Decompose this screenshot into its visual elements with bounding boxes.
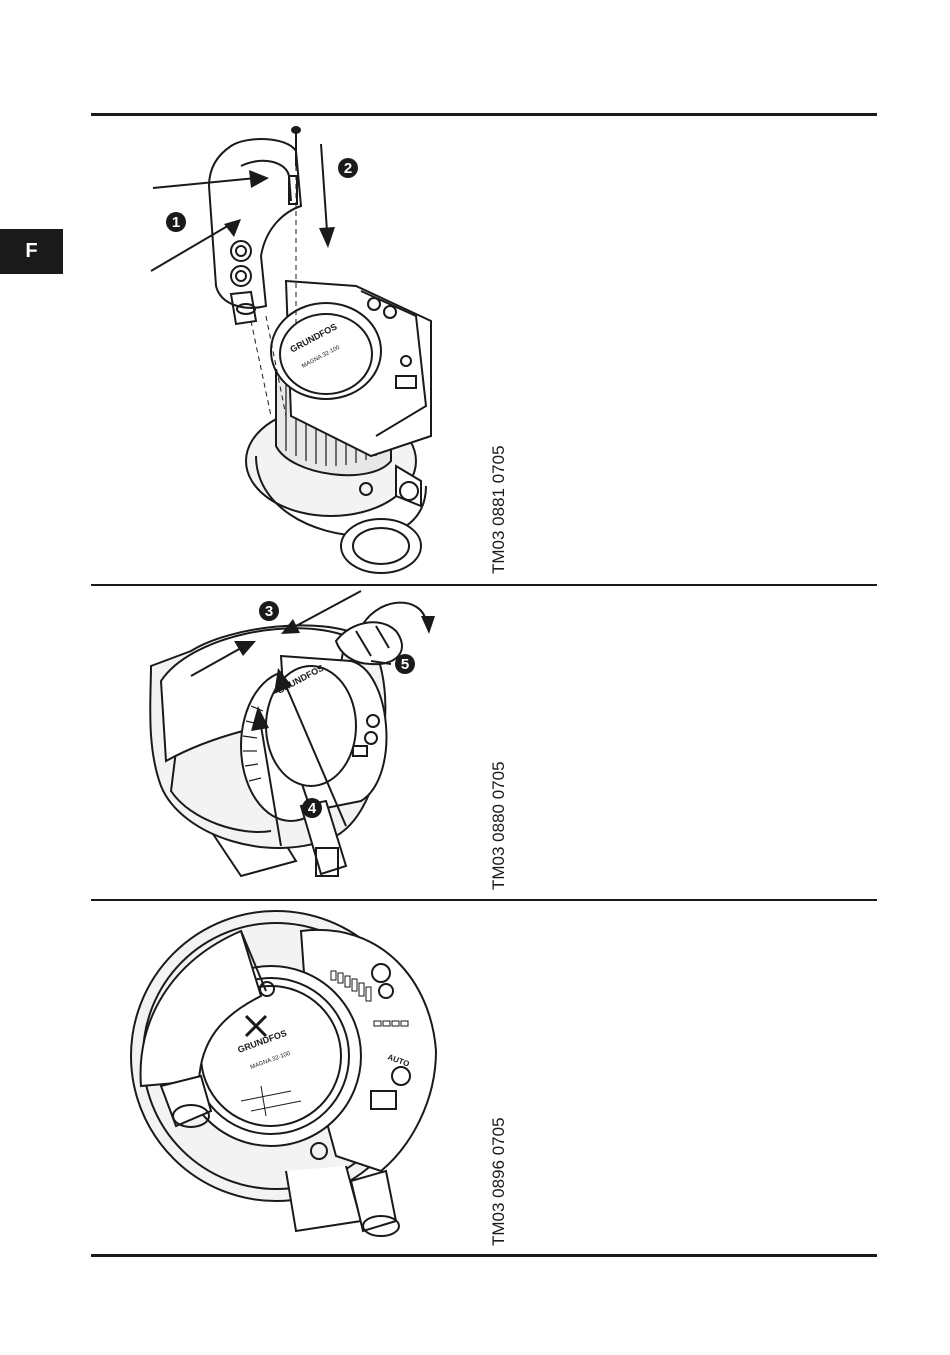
figure-code: TM03 0896 0705 (489, 1117, 509, 1246)
callout-1: 1 (166, 212, 186, 232)
svg-text:3: 3 (265, 603, 273, 620)
figure-code: TM03 0881 0705 (489, 445, 509, 574)
svg-text:2: 2 (344, 160, 352, 177)
figure-cable-entry: GRUNDFOS 3 4 5 TM03 0880 0705 (91, 586, 877, 899)
svg-text:5: 5 (401, 656, 409, 673)
callout-3: 3 (259, 601, 279, 621)
pump-cable-entry-illustration: GRUNDFOS 3 4 5 (91, 586, 877, 899)
pump-assembled-top-view-illustration: GRUNDFOS MAGNA 32-100 AUTO (91, 901, 877, 1254)
pump-cover-removal-illustration: GRUNDFOS MAGNA 32-100 1 2 (91, 116, 877, 584)
figure-code: TM03 0880 0705 (489, 761, 509, 890)
figure-assembled-top-view: GRUNDFOS MAGNA 32-100 AUTO TM03 0896 070… (91, 901, 877, 1254)
bottom-rule (91, 1254, 877, 1257)
svg-text:4: 4 (308, 800, 317, 817)
figure-cover-removal: GRUNDFOS MAGNA 32-100 1 2 TM03 0881 0705 (91, 116, 877, 584)
language-tab: F (0, 229, 63, 274)
callout-4: 4 (302, 798, 322, 818)
callout-2: 2 (338, 158, 358, 178)
svg-text:1: 1 (172, 214, 180, 231)
callout-5: 5 (395, 654, 415, 674)
